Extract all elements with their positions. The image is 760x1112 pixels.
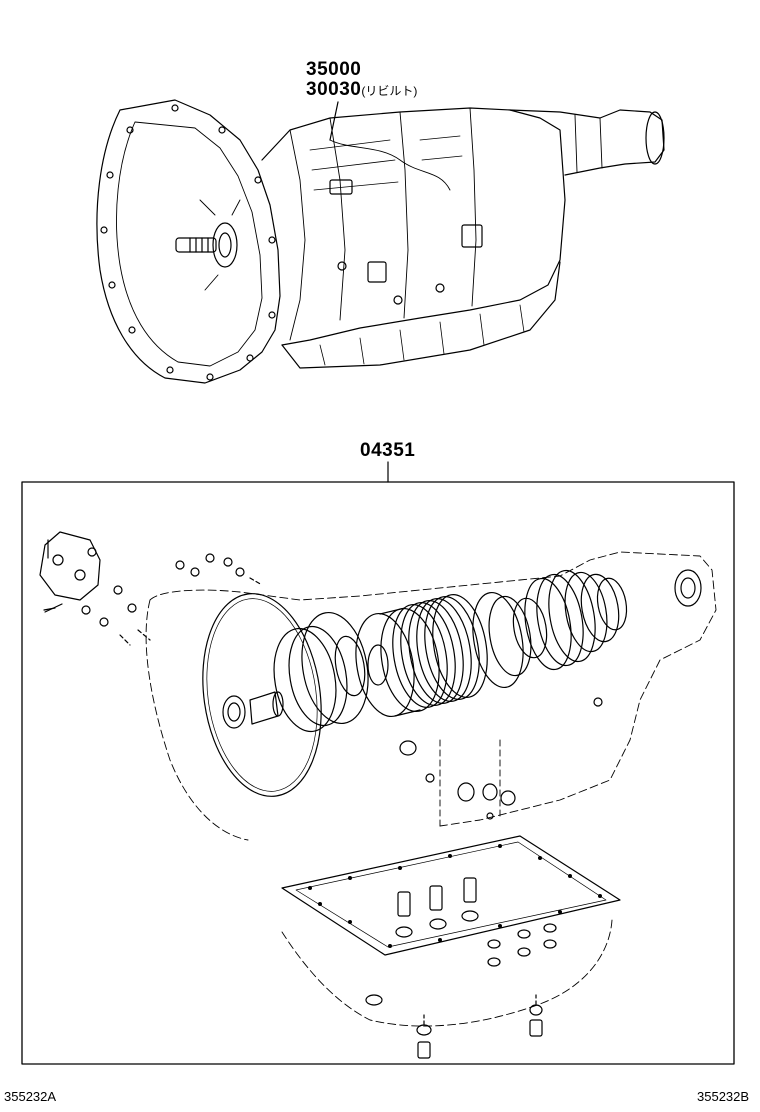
overhaul-kit-illustration (39, 531, 717, 1059)
part-number-04351: 04351 (360, 440, 416, 461)
kit-frame (21, 481, 735, 1065)
clutch-drum (355, 607, 440, 718)
magnet-o-rings (487, 923, 557, 967)
rebuilt-note: (リビルト) (361, 84, 418, 98)
drain-plugs (416, 994, 543, 1059)
small-o-rings-upper (81, 553, 263, 646)
bell-housing-rim (116, 121, 263, 367)
valve-sleeves (395, 877, 479, 938)
transmission-assembly-illustration (96, 99, 665, 384)
part-number-30030-code: 30030 (306, 79, 362, 100)
leader-line-35000 (329, 101, 339, 141)
rear-clutch-rings (472, 569, 628, 689)
bell-housing-outline (96, 99, 281, 384)
phantom-case-outline (145, 551, 717, 841)
pump-cover (39, 531, 101, 601)
extension-housing (509, 109, 665, 176)
pump-gasket-ring (202, 593, 322, 797)
oil-pan (281, 261, 561, 369)
figure-code-right: 355232B (697, 1089, 750, 1104)
clutch-piston-rings (273, 611, 369, 733)
main-case-outline (261, 107, 566, 346)
front-oil-seal (222, 695, 246, 729)
part-number-30030: 30030(リビルト) (306, 80, 417, 99)
oil-pan-phantom (281, 919, 613, 1027)
figure-code-left: 355232A (4, 1089, 57, 1104)
part-number-35000: 35000 (306, 59, 362, 80)
clutch-disc-stack (392, 593, 488, 709)
oil-pan-gasket (281, 835, 621, 956)
rear-oil-seal (674, 569, 702, 607)
